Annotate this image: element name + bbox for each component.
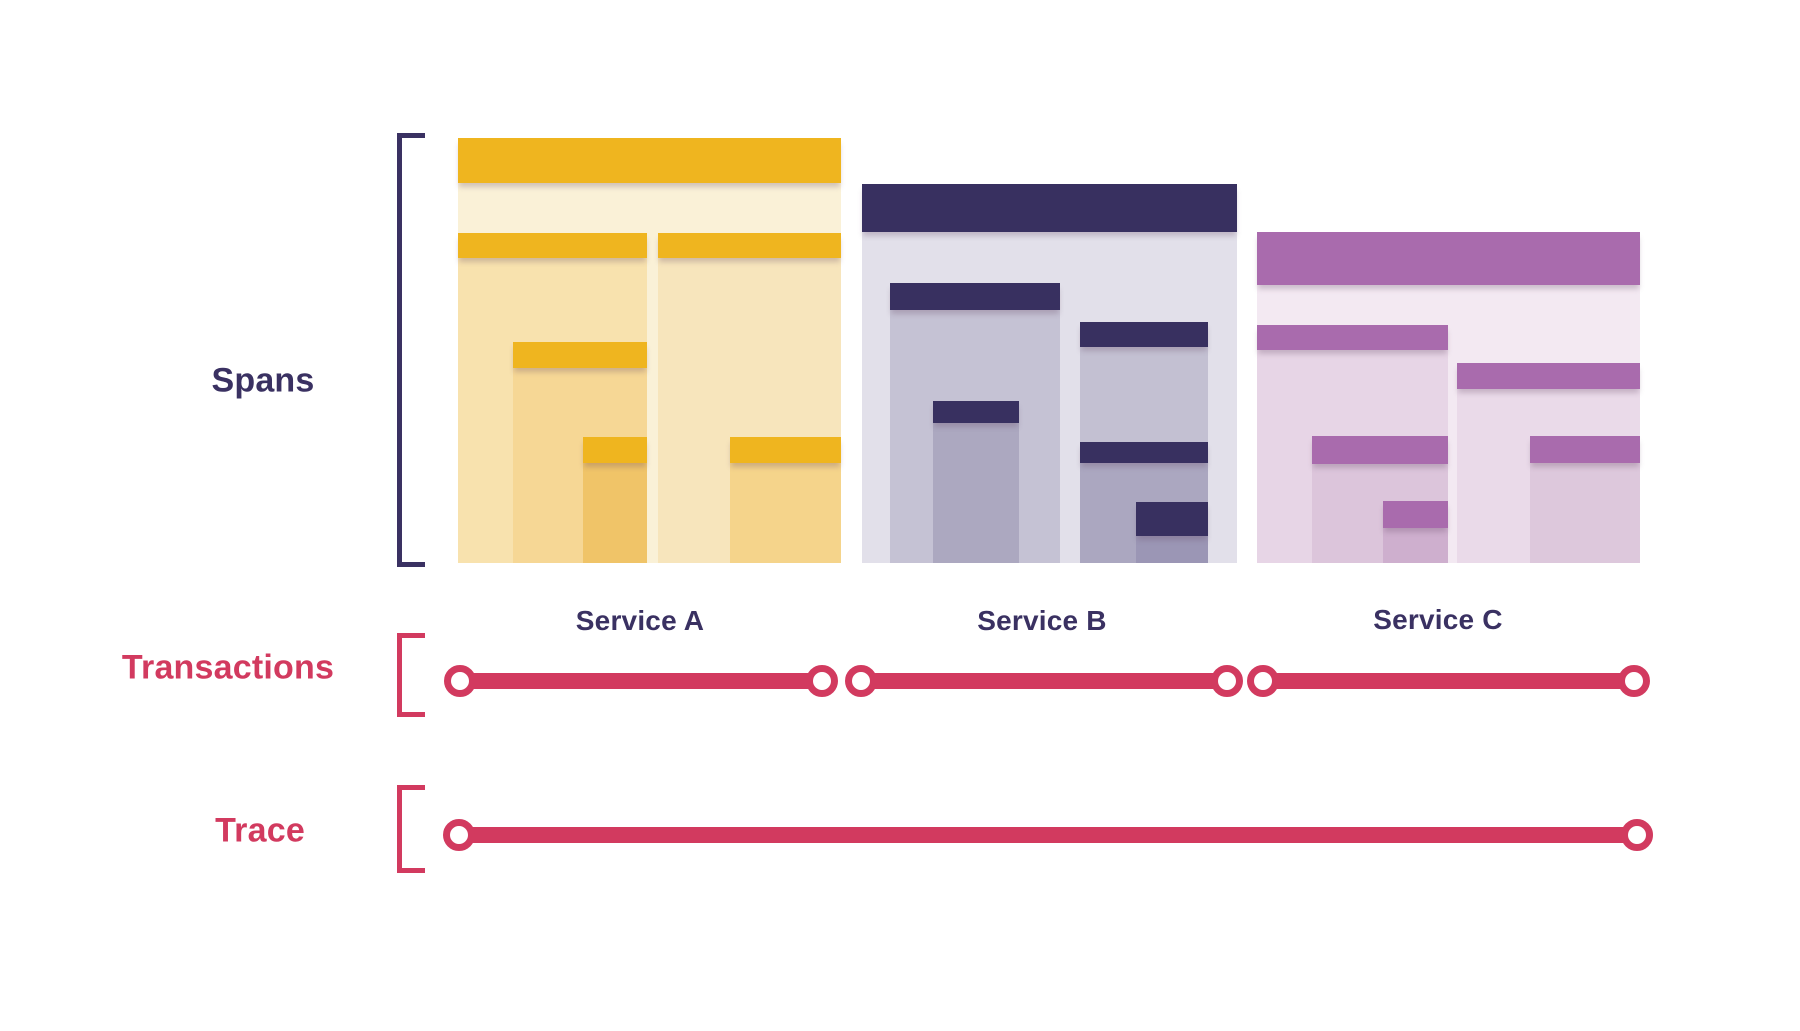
transaction-line-2 xyxy=(861,673,1227,689)
span-bar-service-c-1 xyxy=(1257,325,1448,350)
span-bar-service-c-0 xyxy=(1257,232,1640,285)
transaction-line-3 xyxy=(1263,673,1634,689)
span-body-service-a-3 xyxy=(583,463,647,563)
span-bar-service-a-2 xyxy=(513,342,647,368)
transaction-line-2-endpoint-start xyxy=(845,665,877,697)
span-bar-service-c-4 xyxy=(1457,363,1640,389)
span-bar-service-a-1 xyxy=(458,233,647,258)
transaction-line-2-endpoint-end xyxy=(1211,665,1243,697)
trace-line-endpoint-start xyxy=(443,819,475,851)
span-bar-service-c-2 xyxy=(1312,436,1448,464)
span-bar-service-b-3 xyxy=(1080,322,1208,347)
service-c-label: Service C xyxy=(1373,604,1503,635)
span-bar-service-a-0 xyxy=(458,138,841,183)
transaction-line-1 xyxy=(460,673,822,689)
spans-label: Spans xyxy=(211,361,315,400)
service-a-label: Service A xyxy=(575,605,705,636)
span-bar-service-c-5 xyxy=(1530,436,1640,463)
trace-label: Trace xyxy=(215,811,305,850)
span-body-service-c-3 xyxy=(1383,528,1448,563)
span-bar-service-c-3 xyxy=(1383,501,1448,528)
span-bar-service-b-5 xyxy=(1136,502,1208,536)
span-bar-service-b-0 xyxy=(862,184,1237,232)
trace-bracket xyxy=(397,785,425,873)
span-bar-service-b-4 xyxy=(1080,442,1208,463)
trace-line-endpoint-end xyxy=(1621,819,1653,851)
span-bar-service-b-2 xyxy=(933,401,1019,423)
transaction-line-3-endpoint-start xyxy=(1247,665,1279,697)
trace-line xyxy=(459,827,1637,843)
span-body-service-c-5 xyxy=(1530,463,1640,563)
span-bar-service-a-5 xyxy=(730,437,841,463)
span-bar-service-b-1 xyxy=(890,283,1060,310)
span-bar-service-a-4 xyxy=(658,233,841,258)
span-body-service-b-5 xyxy=(1136,536,1208,563)
transactions-bracket xyxy=(397,633,425,717)
transaction-line-1-endpoint-end xyxy=(806,665,838,697)
spans-bracket xyxy=(397,133,425,567)
span-body-service-b-2 xyxy=(933,423,1019,563)
service-b-label: Service B xyxy=(977,605,1107,636)
transactions-label: Transactions xyxy=(121,648,335,687)
transaction-line-3-endpoint-end xyxy=(1618,665,1650,697)
span-bar-service-a-3 xyxy=(583,437,647,463)
span-body-service-a-5 xyxy=(730,463,841,563)
transaction-line-1-endpoint-start xyxy=(444,665,476,697)
